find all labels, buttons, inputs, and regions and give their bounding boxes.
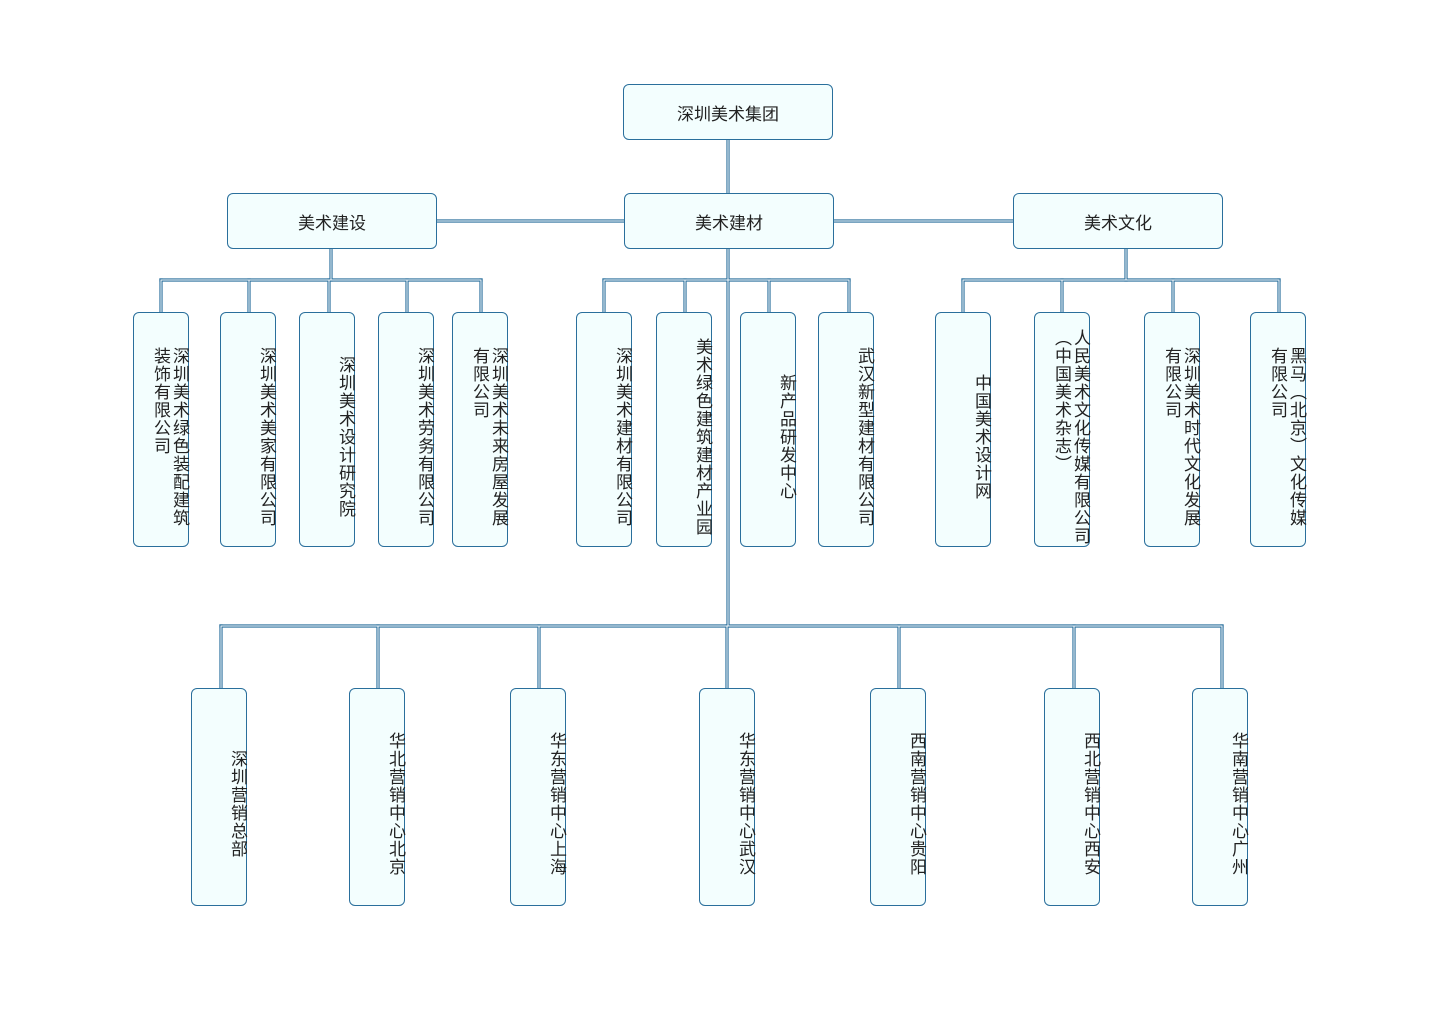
subsidiary-node: 人民美术文化传媒有限公司 （中国美术杂志） <box>1034 312 1090 547</box>
subsidiary-node: 武汉新型建材有限公司 <box>818 312 874 547</box>
subsidiary-node: 中国美术设计网 <box>935 312 991 547</box>
subsidiary-label: 深圳美术建材有限公司 <box>612 346 632 527</box>
subsidiary-label: 深圳美术设计研究院 <box>335 355 355 518</box>
branch-node-construction: 美术建设 <box>227 193 437 249</box>
subsidiary-label: 武汉新型建材有限公司 <box>854 346 874 527</box>
sales-center-label: 华东营销中心上海 <box>546 732 566 876</box>
subsidiary-label: 黑马（北京）文化传媒 有限公司 <box>1266 346 1306 527</box>
subsidiary-node: 深圳美术建材有限公司 <box>576 312 632 547</box>
subsidiary-label: 中国美术设计网 <box>971 373 991 500</box>
sales-center-node: 深圳营销总部 <box>191 688 247 906</box>
subsidiary-node: 深圳美术绿色装配建筑 装饰有限公司 <box>133 312 189 547</box>
sales-center-label: 华南营销中心广州 <box>1228 732 1248 876</box>
subsidiary-label: 美术绿色建筑建材产业园 <box>692 337 712 536</box>
branch-label: 美术文化 <box>1084 213 1152 234</box>
sales-center-label: 西北营销中心西安 <box>1080 732 1100 876</box>
sales-center-label: 西南营销中心贵阳 <box>906 732 926 876</box>
subsidiary-node: 美术绿色建筑建材产业园 <box>656 312 712 547</box>
branch-label: 美术建设 <box>298 213 366 234</box>
subsidiary-node: 黑马（北京）文化传媒 有限公司 <box>1250 312 1306 547</box>
sales-center-node: 华东营销中心上海 <box>510 688 566 906</box>
sales-center-label: 华东营销中心武汉 <box>735 732 755 876</box>
subsidiary-label: 新产品研发中心 <box>776 373 796 500</box>
subsidiary-label: 深圳美术劳务有限公司 <box>414 346 434 527</box>
subsidiary-node: 深圳美术未来房屋发展 有限公司 <box>452 312 508 547</box>
branch-node-materials: 美术建材 <box>624 193 834 249</box>
sales-center-label: 深圳营销总部 <box>227 750 247 858</box>
subsidiary-label: 人民美术文化传媒有限公司 （中国美术杂志） <box>1050 328 1090 545</box>
sales-center-node: 西南营销中心贵阳 <box>870 688 926 906</box>
subsidiary-node: 深圳美术时代文化发展 有限公司 <box>1144 312 1200 547</box>
branch-node-culture: 美术文化 <box>1013 193 1223 249</box>
sales-center-node: 西北营销中心西安 <box>1044 688 1100 906</box>
sales-center-label: 华北营销中心北京 <box>385 732 405 876</box>
subsidiary-label: 深圳美术美家有限公司 <box>256 346 276 527</box>
root-node: 深圳美术集团 <box>623 84 833 140</box>
root-label: 深圳美术集团 <box>677 104 779 125</box>
branch-label: 美术建材 <box>695 213 763 234</box>
sales-center-node: 华北营销中心北京 <box>349 688 405 906</box>
subsidiary-node: 深圳美术美家有限公司 <box>220 312 276 547</box>
subsidiary-label: 深圳美术时代文化发展 有限公司 <box>1160 346 1200 527</box>
subsidiary-label: 深圳美术未来房屋发展 有限公司 <box>468 346 508 527</box>
subsidiary-node: 深圳美术劳务有限公司 <box>378 312 434 547</box>
sales-center-node: 华南营销中心广州 <box>1192 688 1248 906</box>
subsidiary-node: 深圳美术设计研究院 <box>299 312 355 547</box>
subsidiary-node: 新产品研发中心 <box>740 312 796 547</box>
sales-center-node: 华东营销中心武汉 <box>699 688 755 906</box>
subsidiary-label: 深圳美术绿色装配建筑 装饰有限公司 <box>149 346 189 527</box>
